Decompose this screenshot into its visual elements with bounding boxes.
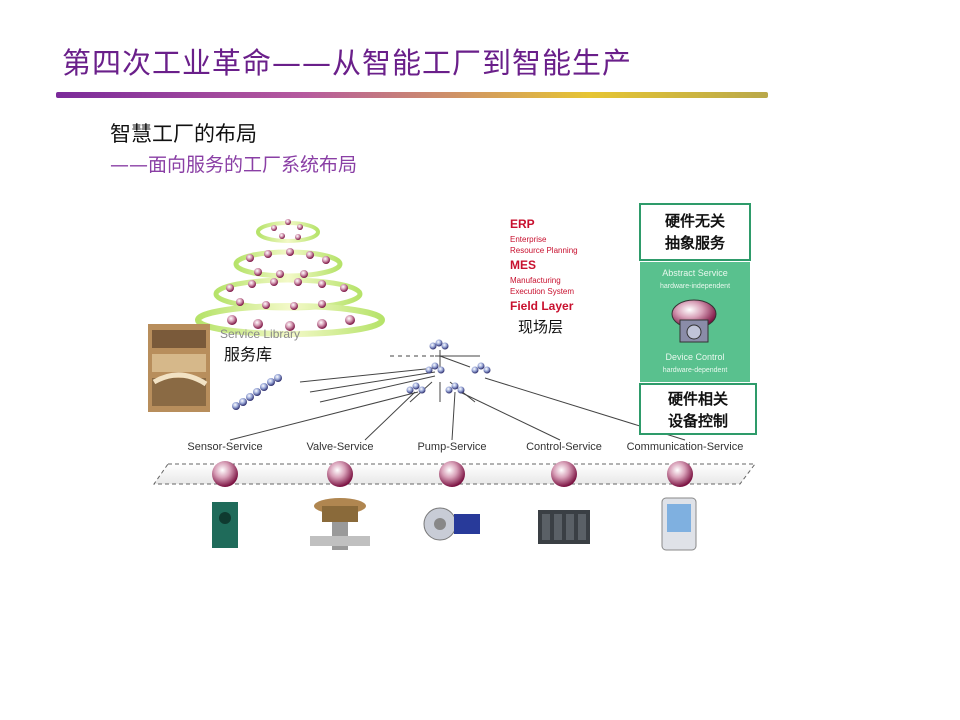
- hardware-independent-label: hardware-independent: [660, 283, 730, 290]
- erp-desc2: Resource Planning: [510, 246, 578, 255]
- service-label-communication: Communication-Service: [627, 441, 744, 453]
- service-library-image: [148, 324, 210, 412]
- right-panel: [639, 203, 757, 435]
- pyramid-layers: [195, 219, 385, 337]
- service-label-valve: Valve-Service: [306, 441, 373, 453]
- abstract-service-label: Abstract Service: [662, 268, 728, 278]
- field-layer-label: Field Layer: [510, 299, 574, 313]
- erp-label: ERP: [510, 217, 535, 231]
- device-control-label: Device Control: [665, 352, 724, 362]
- mes-desc2: Execution System: [510, 287, 574, 296]
- panel-bottom-line1: 硬件相关: [668, 390, 728, 408]
- slide-title: 第四次工业革命——从智能工厂到智能生产: [62, 46, 633, 80]
- service-label-pump: Pump-Service: [417, 441, 486, 453]
- sensor-device-image: [212, 502, 238, 548]
- field-plane: [153, 461, 756, 487]
- pump-device-image: [423, 507, 480, 541]
- mes-desc1: Manufacturing: [510, 276, 561, 285]
- panel-top-line1: 硬件无关: [665, 212, 725, 230]
- mes-label: MES: [510, 258, 536, 272]
- erp-desc1: Enterprise: [510, 235, 547, 244]
- field-layer-cn-label: 现场层: [518, 318, 563, 336]
- slide-subheading: ——面向服务的工厂系统布局: [110, 154, 358, 176]
- service-label-control: Control-Service: [526, 441, 602, 453]
- library-node-chain: [232, 374, 282, 410]
- service-library-en: Service Library: [220, 327, 300, 341]
- hardware-dependent-label: hardware-dependent: [663, 367, 728, 374]
- service-library-cn: 服务库: [224, 345, 272, 364]
- network-lines: [229, 350, 686, 441]
- service-label-sensor: Sensor-Service: [187, 441, 262, 453]
- slide-heading: 智慧工厂的布局: [110, 122, 257, 146]
- soa-factory-diagram: ERP Enterprise Resource Planning MES Man…: [148, 203, 757, 551]
- pyramid-labels: ERP Enterprise Resource Planning MES Man…: [510, 217, 578, 336]
- network-nodes: [406, 339, 491, 394]
- panel-top-line2: 抽象服务: [665, 234, 726, 252]
- controller-device-image: [538, 510, 590, 544]
- title-underline: [56, 92, 768, 98]
- communication-device-image: [661, 497, 697, 551]
- valve-device-image: [310, 498, 370, 550]
- panel-bottom-line2: 设备控制: [668, 412, 728, 430]
